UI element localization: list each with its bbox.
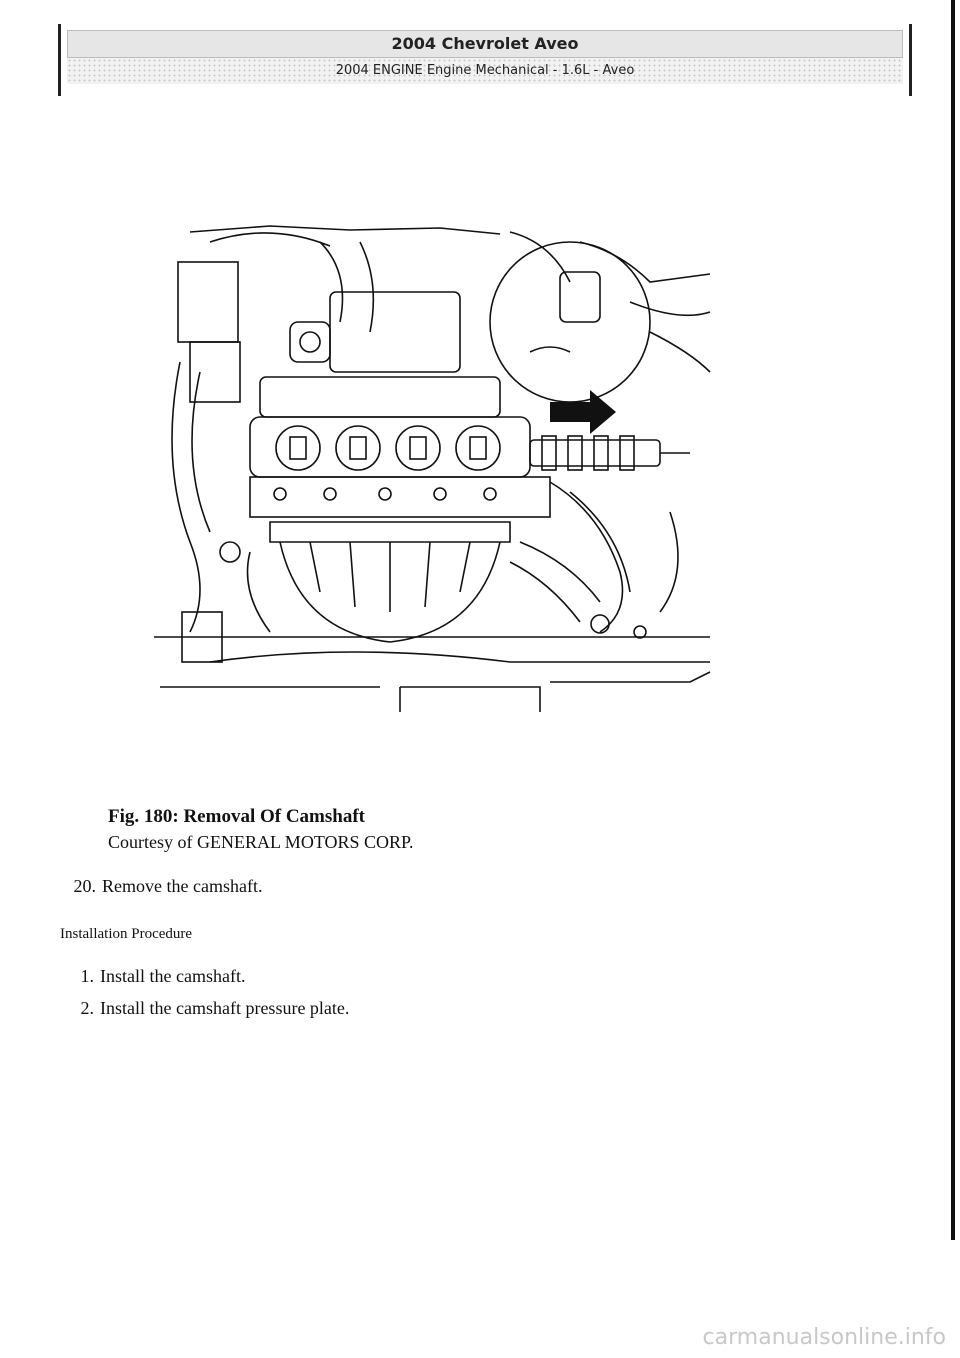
document-subtitle: 2004 ENGINE Engine Mechanical - 1.6L - A…: [67, 58, 903, 84]
step-text: Install the camshaft pressure plate.: [100, 998, 350, 1018]
step-text: Install the camshaft.: [100, 966, 246, 986]
step-number: 20.: [73, 876, 97, 896]
engine-camshaft-illustration: [154, 225, 711, 712]
site-watermark: carmanualsonline.info: [702, 1325, 946, 1350]
figure-caption: Fig. 180: Removal Of Camshaft: [108, 806, 365, 827]
section-heading: Installation Procedure: [60, 926, 193, 942]
figure-credit: Courtesy of GENERAL MOTORS CORP.: [108, 832, 414, 852]
step-number: 2.: [80, 998, 95, 1018]
page-border: [951, 0, 955, 1240]
document-title: 2004 Chevrolet Aveo: [67, 30, 903, 58]
step-text: Remove the camshaft.: [102, 876, 263, 896]
step-number: 1.: [80, 966, 95, 986]
page-header: 2004 Chevrolet Aveo 2004 ENGINE Engine M…: [58, 24, 912, 96]
